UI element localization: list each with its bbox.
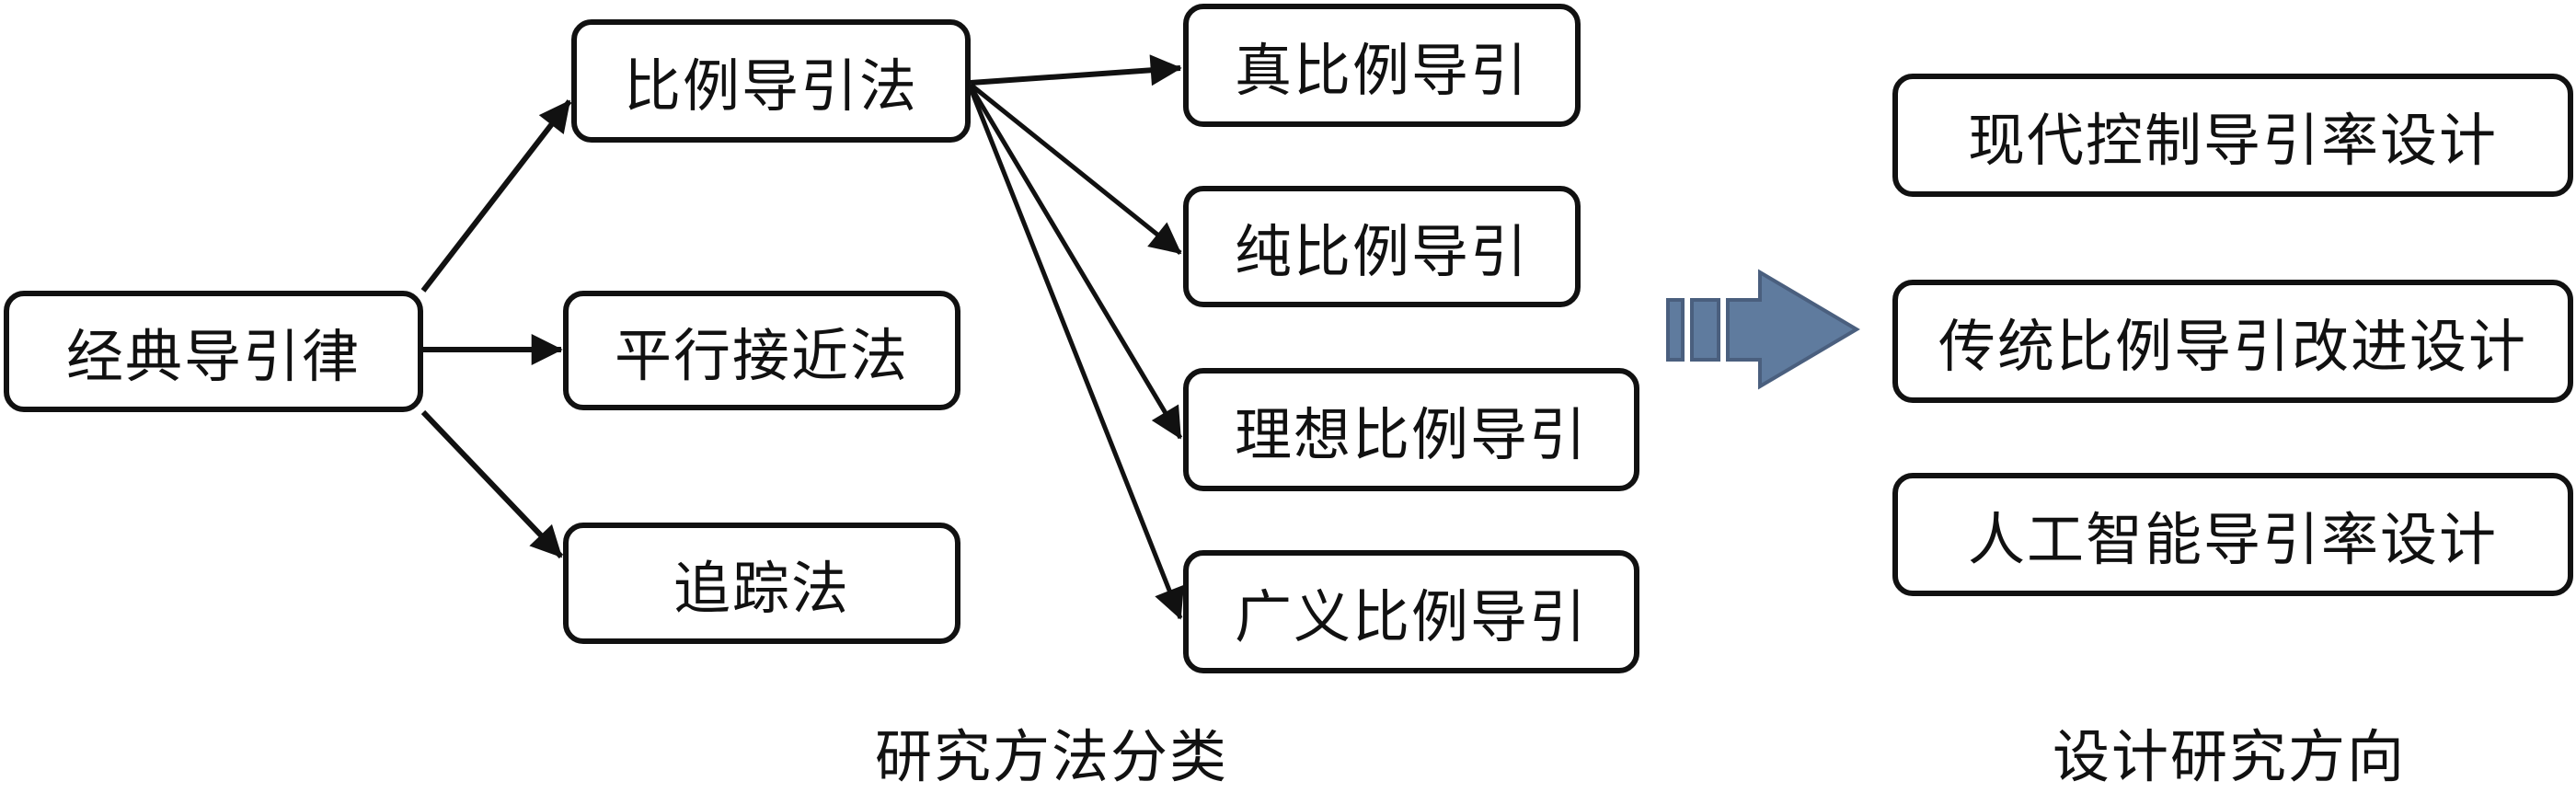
- edge-proportional-ideal: [968, 85, 1183, 440]
- node-pursuit: 追踪法: [563, 523, 960, 644]
- node-traditional-pn-improved-design: 传统比例导引改进设计: [1892, 280, 2573, 403]
- caption-research-method-classification: 研究方法分类: [874, 723, 1229, 790]
- edge-proportional-pure: [969, 83, 1182, 255]
- node-classic-guidance-law: 经典导引律: [4, 291, 423, 412]
- node-pure-pn: 纯比例导引: [1183, 186, 1581, 307]
- edge-proportional-true: [970, 54, 1182, 86]
- node-generalized-pn: 广义比例导引: [1183, 550, 1639, 673]
- caption-design-research-direction: 设计研究方向: [2052, 723, 2407, 790]
- edge-proportional-generalized: [968, 87, 1184, 620]
- node-ai-guidance-design: 人工智能导引率设计: [1892, 473, 2573, 596]
- node-ideal-pn: 理想比例导引: [1183, 368, 1639, 491]
- node-modern-control-design: 现代控制导引率设计: [1892, 74, 2573, 197]
- transition-arrow-icon: [1666, 269, 1860, 390]
- edge-root-proportional: [420, 99, 572, 293]
- node-proportional-navigation: 比例导引法: [571, 19, 971, 143]
- edge-root-pursuit: [420, 409, 564, 559]
- node-true-pn: 真比例导引: [1183, 4, 1581, 127]
- node-parallel-approach: 平行接近法: [563, 291, 960, 410]
